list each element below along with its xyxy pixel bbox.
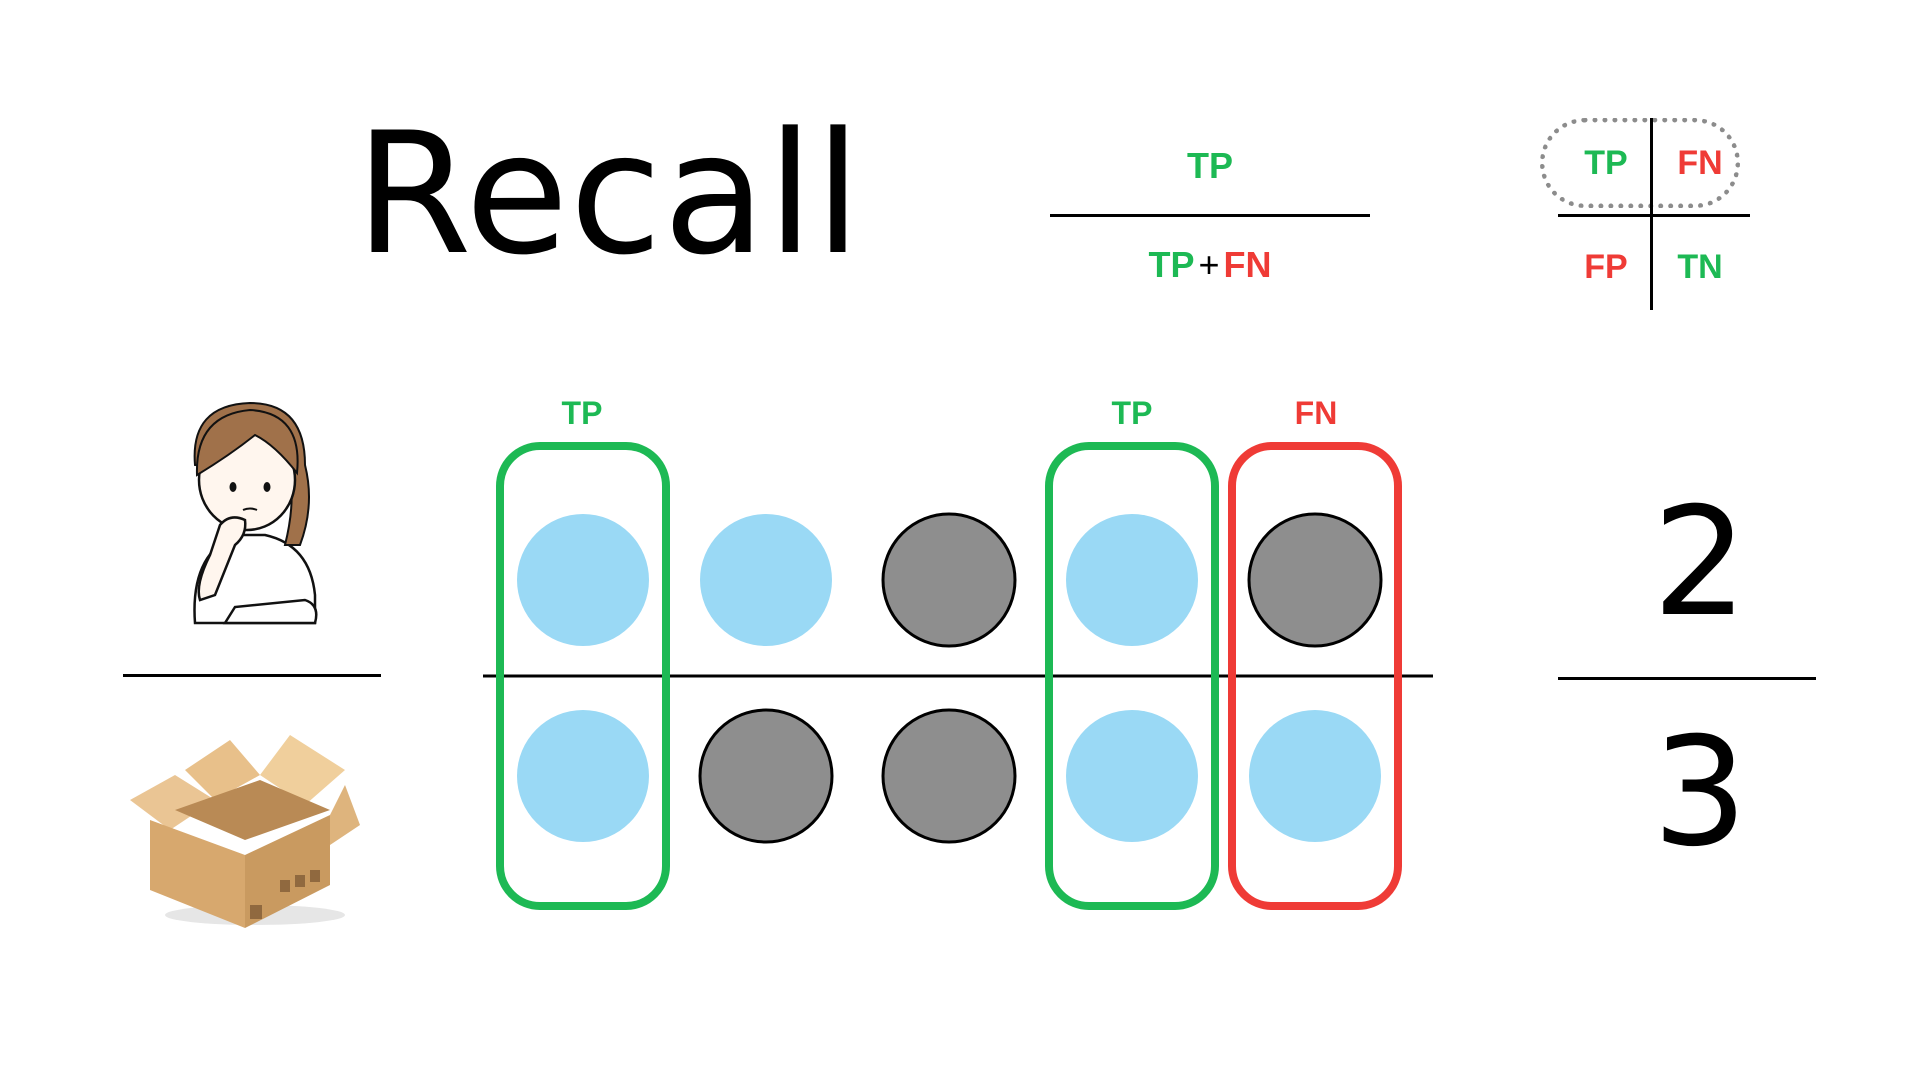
circle-blue-col1-bottom: [517, 710, 649, 842]
formula-denominator: TP+FN: [1050, 244, 1370, 286]
cm-cell-fn: FN: [1677, 144, 1723, 182]
circle-gray-col2-bottom: [698, 708, 834, 844]
column-label-1: TP: [561, 395, 603, 431]
cm-cell-tp: TP: [1584, 144, 1628, 182]
circle-blue-col1-top: [517, 514, 649, 646]
result-denominator: 3: [1652, 706, 1748, 880]
highlight-frame-col1: [496, 442, 670, 910]
result-fraction-bar: [1558, 677, 1816, 680]
formula-den-fn: FN: [1223, 244, 1272, 285]
column-label-4: TP: [1111, 395, 1153, 431]
confusion-matrix-highlight: [1540, 118, 1740, 208]
circle-gray-col3-bottom: [881, 708, 1017, 844]
thinking-person-icon: [193, 401, 318, 625]
column-label-5: FN: [1294, 395, 1338, 431]
circle-blue-col2-top: [700, 514, 832, 646]
cm-cell-fp: FP: [1584, 248, 1628, 286]
highlight-frame-col5: [1228, 442, 1402, 910]
page-title: Recall: [355, 96, 863, 292]
circle-blue-col4-top: [1066, 514, 1198, 646]
formula-den-plus: +: [1198, 244, 1220, 285]
confusion-matrix-hline: [1558, 214, 1750, 217]
circle-gray-col3-top: [881, 512, 1017, 648]
open-box-icon: [130, 735, 360, 928]
confusion-matrix-vline: [1650, 118, 1653, 310]
circle-blue-col4-bottom: [1066, 710, 1198, 842]
formula-numerator: TP: [1186, 145, 1233, 186]
prediction-grid: [483, 442, 1433, 910]
result-numerator: 2: [1652, 476, 1748, 650]
circle-gray-col5-top: [1247, 512, 1383, 648]
left-fraction-bar: [123, 674, 381, 677]
formula-den-tp: TP: [1148, 244, 1195, 285]
cm-cell-tn: TN: [1677, 248, 1723, 286]
highlight-frame-col4: [1045, 442, 1219, 910]
formula-divider: [1050, 214, 1370, 217]
circle-blue-col5-bottom: [1249, 710, 1381, 842]
